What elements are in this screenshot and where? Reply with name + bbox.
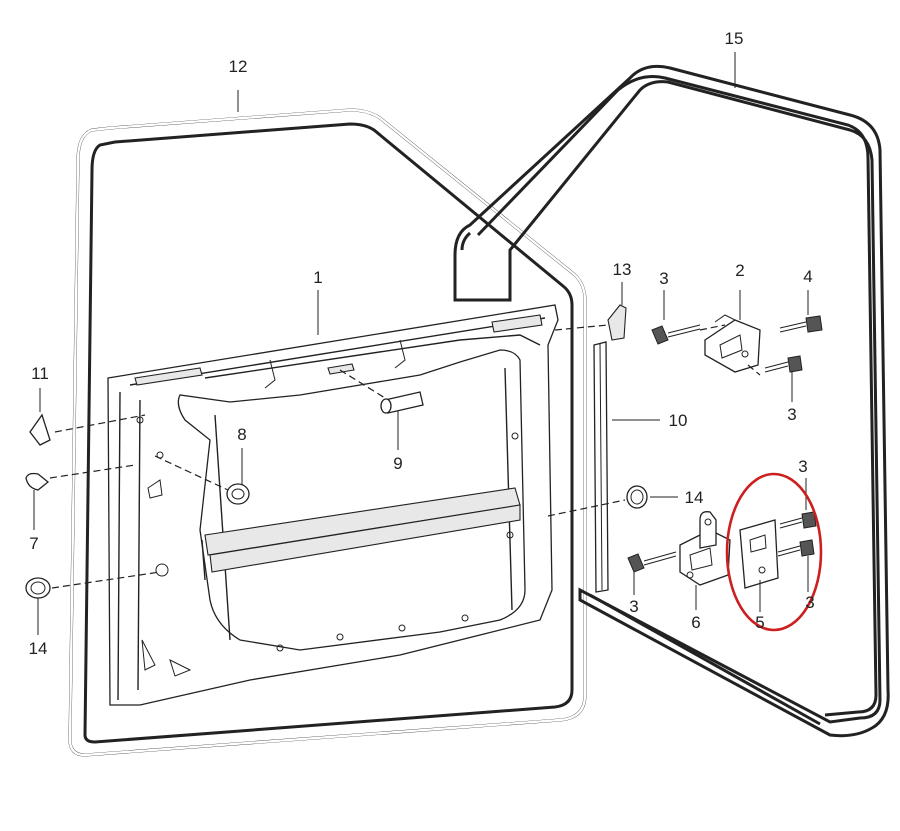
callout-7: 7 [29, 534, 38, 553]
callout-9: 9 [393, 454, 402, 473]
bolt-3-upper-right [764, 355, 803, 373]
trim-clip-13 [607, 304, 627, 341]
callout-4: 4 [803, 267, 812, 286]
callout-2: 2 [735, 261, 744, 280]
callout-1: 1 [313, 268, 322, 287]
callout-13: 13 [613, 260, 632, 279]
bolt-3-lower-right-top [779, 511, 817, 529]
callout-14-left: 14 [29, 639, 48, 658]
callout-3-upper-left: 3 [659, 269, 668, 288]
callout-5: 5 [755, 613, 764, 632]
highlight-circle [725, 472, 823, 632]
left-door-weatherstrip [68, 108, 587, 757]
callout-12: 12 [229, 57, 248, 76]
leader-lines [33, 52, 809, 635]
callout-6: 6 [691, 613, 700, 632]
callout-3-upper-right: 3 [787, 405, 796, 424]
door-inner-panel [107, 304, 559, 706]
upper-hinge-2 [704, 314, 761, 373]
callout-10: 10 [669, 411, 688, 430]
plug-14-right [626, 485, 648, 509]
bolt-4 [779, 315, 823, 333]
callout-3-lower-right-bottom: 3 [805, 593, 814, 612]
assembly-guide-lines [49, 324, 761, 589]
callout-3-lower-left: 3 [629, 597, 638, 616]
plug-14-left [25, 577, 51, 599]
plug-8 [226, 483, 250, 505]
lower-hinge-6 [679, 511, 731, 586]
callout-15: 15 [725, 29, 744, 48]
callout-8: 8 [237, 425, 246, 444]
door-seal-strip [593, 341, 609, 593]
bumper-11 [29, 413, 51, 446]
hinge-plate-5 [739, 519, 779, 589]
callout-3-lower-right-top: 3 [798, 457, 807, 476]
bolt-3-upper-left [651, 324, 701, 345]
callout-11: 11 [31, 364, 49, 383]
callout-14-right: 14 [685, 488, 704, 507]
right-body-weatherstrip [453, 64, 890, 738]
bolt-3-lower-right-bottom [777, 539, 815, 557]
grommet-9 [380, 391, 424, 414]
callout-labels: 12 15 1 2 3 4 3 13 11 8 9 10 14 3 7 14 3… [29, 29, 815, 658]
clip-7 [25, 472, 50, 491]
bolt-3-lower-left [627, 551, 677, 573]
